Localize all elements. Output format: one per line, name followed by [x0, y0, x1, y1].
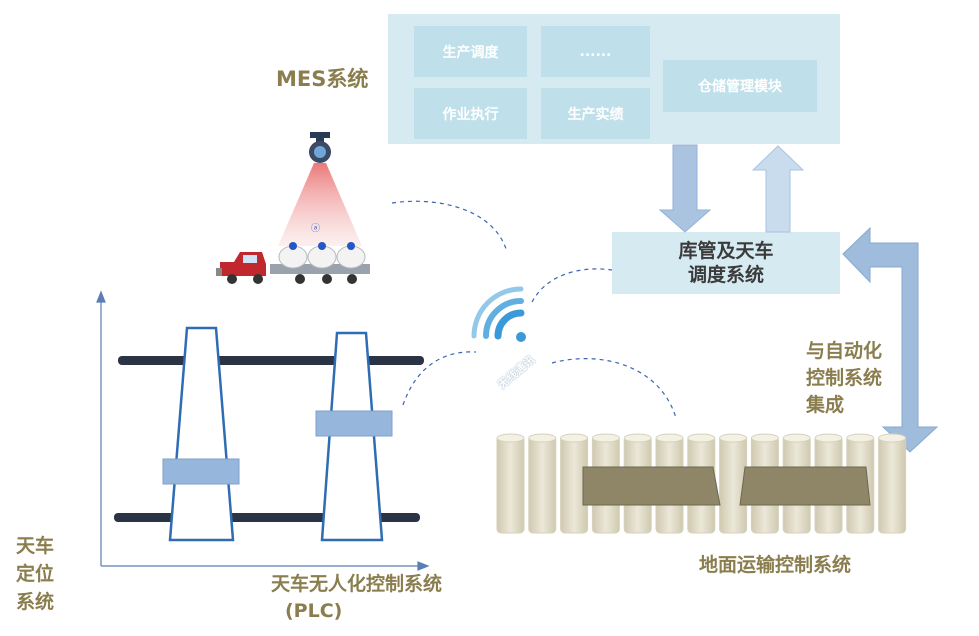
crane-positioning-line3: 系统: [16, 591, 55, 613]
plc-label: 天车无人化控制系统 (PLC): [271, 571, 442, 625]
roll-top: [814, 433, 843, 443]
crane-2: [315, 331, 393, 542]
truck-icon: [216, 242, 370, 284]
positioning-axes: [96, 290, 430, 571]
mes-cell-job-execution: 作业执行: [414, 88, 527, 139]
mes-cell-production-scheduling: 生产调度: [414, 26, 527, 77]
roll-top: [591, 433, 620, 443]
mes-cell-warehouse-module: 仓储管理模块: [663, 60, 817, 112]
roll: [528, 435, 557, 534]
mes-cell-production-results: 生产实绩: [541, 88, 650, 139]
roll-top: [878, 433, 907, 443]
plc-line1: 天车无人化控制系统: [271, 573, 443, 595]
roll-top: [655, 433, 684, 443]
mes-panel: 生产调度 ...... 作业执行 生产实绩 仓储管理模块: [388, 14, 840, 144]
mes-title: MES系统: [276, 67, 369, 91]
roll-top: [560, 433, 589, 443]
crane-positioning-label: 天车 定位 系统: [16, 532, 54, 616]
beam-marker: ⓐ: [311, 223, 320, 234]
roll: [496, 435, 525, 534]
scan-beam: [278, 163, 362, 246]
wireless-links: [391, 200, 677, 419]
transport-platform-2: [739, 466, 871, 506]
roll-top: [496, 433, 525, 443]
arrow-down-icon: [658, 144, 712, 233]
roll-top: [782, 433, 811, 443]
ground-transport-label: 地面运输控制系统: [699, 554, 852, 576]
wifi-icon: [471, 286, 526, 342]
roll-top: [687, 433, 716, 443]
crane-positioning-line1: 天车: [16, 535, 55, 557]
dispatch-system-line2: 调度系统: [687, 264, 764, 286]
roll-top: [719, 433, 748, 443]
mes-cell-more: ......: [541, 26, 650, 77]
integration-arrow-icon: [842, 226, 939, 453]
roll-top: [846, 433, 875, 443]
plc-line2: (PLC): [285, 600, 343, 622]
roll-top: [623, 433, 652, 443]
dispatch-system-box: 库管及天车 调度系统: [612, 232, 840, 294]
integration-line3: 集成: [806, 394, 845, 416]
roll-top: [750, 433, 779, 443]
integration-line2: 控制系统: [806, 367, 883, 389]
integration-label: 与自动化 控制系统 集成: [806, 338, 882, 419]
arrow-up-icon: [751, 145, 805, 233]
camera-icon: [309, 132, 331, 163]
integration-line1: 与自动化: [806, 340, 883, 362]
crane-1: [162, 326, 240, 542]
dispatch-system-line1: 库管及天车: [678, 240, 774, 262]
transport-platform-1: [582, 466, 721, 506]
roll-top: [528, 433, 557, 443]
crane-positioning-line2: 定位: [16, 563, 55, 585]
roll: [878, 435, 907, 534]
